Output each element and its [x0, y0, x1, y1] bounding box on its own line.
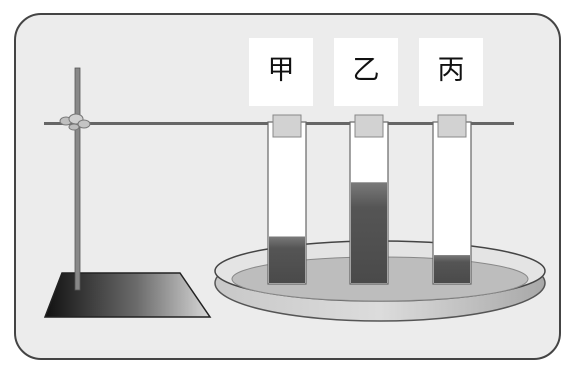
tube-b-liquid: [351, 182, 387, 284]
tube-b-paper-icon: [354, 114, 384, 138]
tube-a-paper-icon: [272, 114, 302, 138]
tube-a: [267, 114, 307, 285]
tube-a-liquid: [269, 236, 305, 283]
tube-c-label: 丙: [437, 55, 465, 86]
tube-c-paper-icon: [437, 114, 467, 138]
clamp-icon: [59, 113, 91, 131]
label-box-c: 丙: [419, 38, 483, 106]
tube-c-liquid: [434, 255, 470, 283]
label-box-b: 乙: [334, 38, 398, 106]
label-box-a: 甲: [249, 38, 313, 106]
tube-a-label: 甲: [267, 55, 295, 86]
stand-rod: [74, 67, 81, 291]
tube-c: [432, 114, 472, 285]
stand-base: [43, 272, 212, 318]
tube-b-label: 乙: [352, 55, 380, 86]
tube-b: [349, 114, 389, 285]
